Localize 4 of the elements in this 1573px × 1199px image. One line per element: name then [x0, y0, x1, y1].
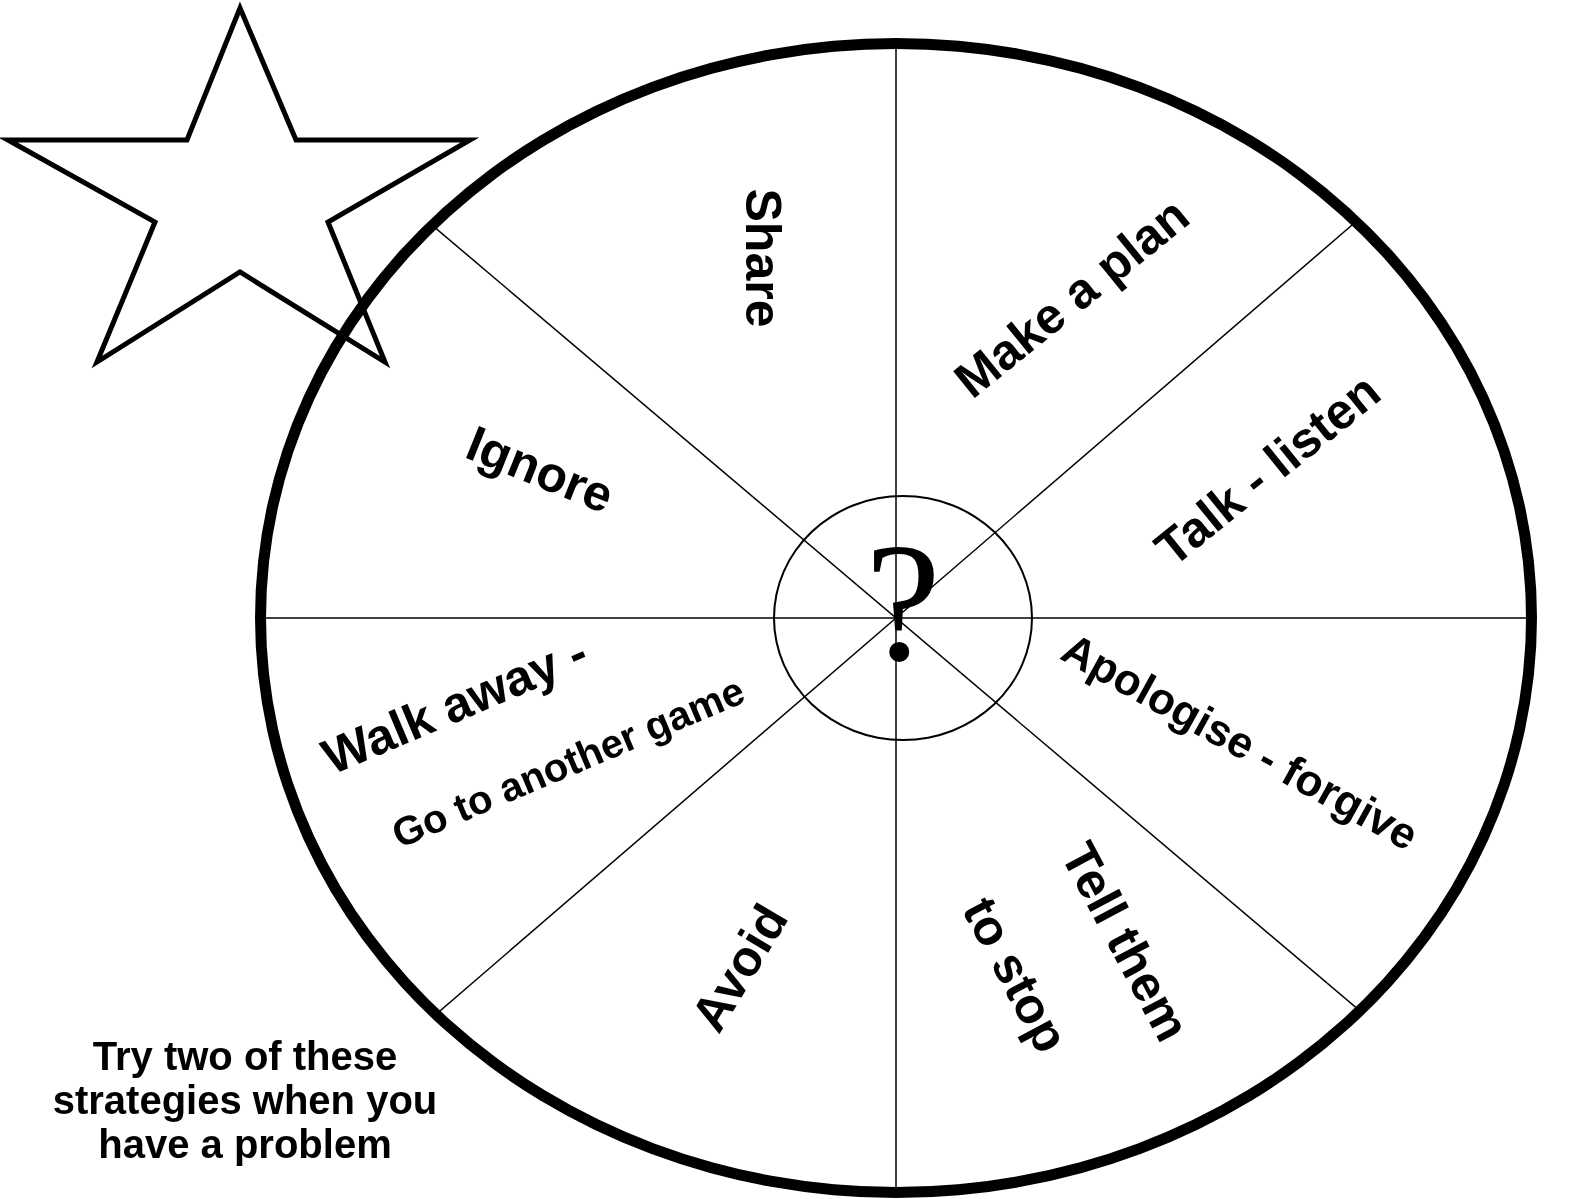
instruction-text: Try two of these strategies when you have a problem: [51, 1034, 439, 1166]
star-outline: [0, 1, 480, 369]
strategy-label: Ignore: [458, 415, 622, 525]
strategy-label: Share: [734, 188, 790, 328]
